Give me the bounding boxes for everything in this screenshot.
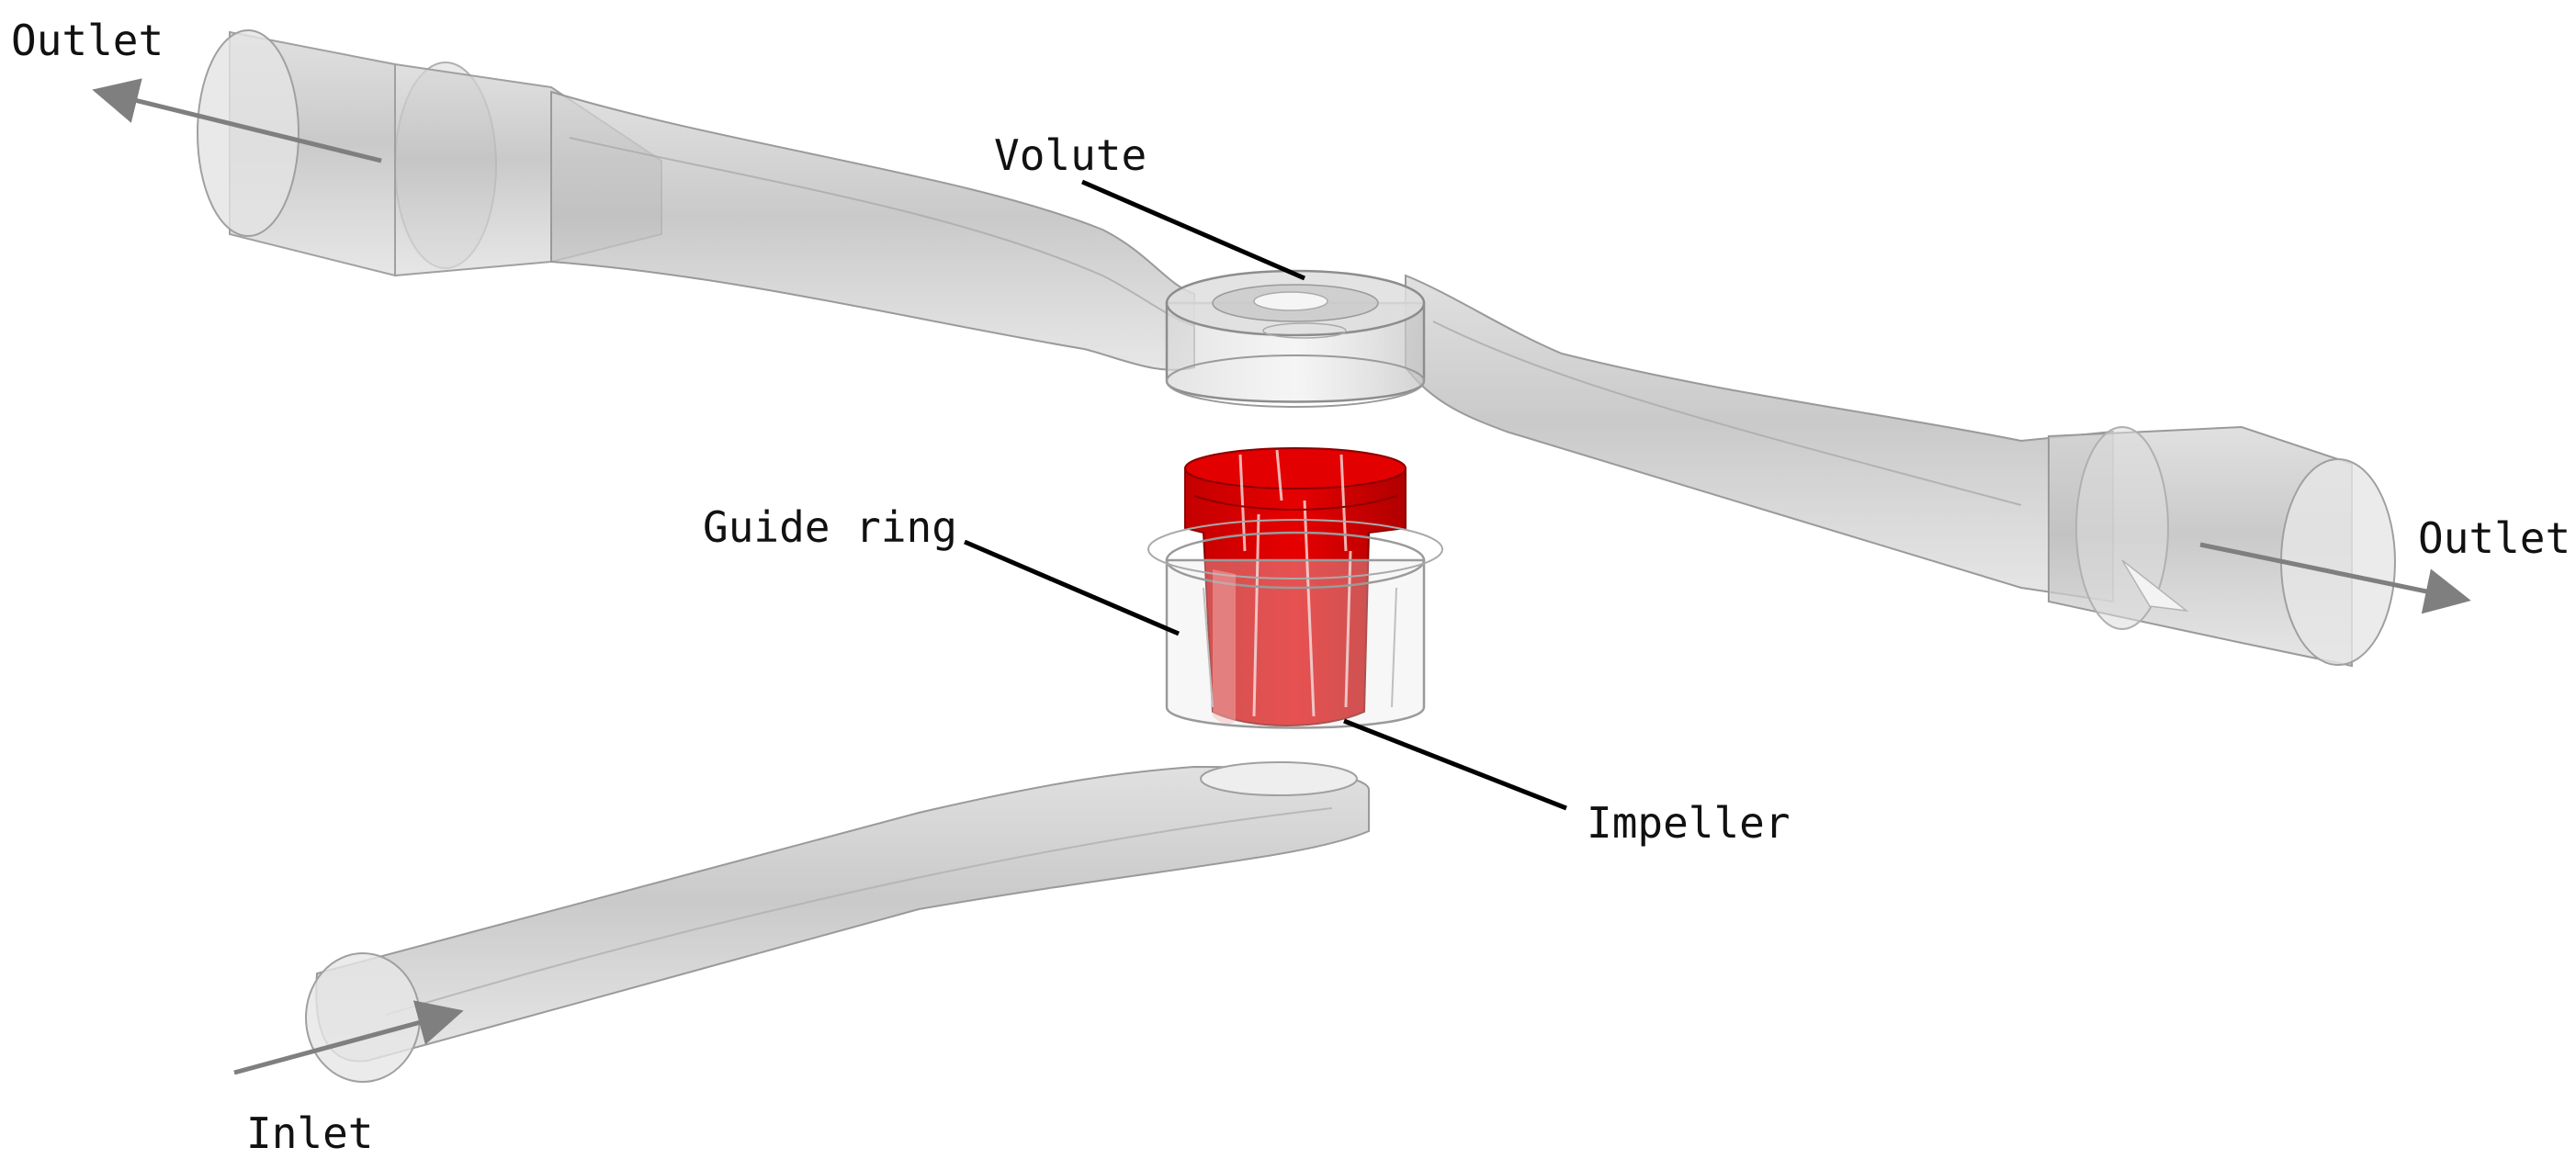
volute-label: Volute [994, 130, 1147, 180]
leader-lines [964, 179, 1567, 811]
impeller-label: Impeller [1587, 798, 1791, 848]
labels: Outlet Volute Guide ring Outlet Impeller… [11, 16, 2570, 1158]
outlet-right-label: Outlet [2418, 513, 2570, 563]
outlet-left-arrow [92, 78, 382, 163]
guide-ring-leader-line [964, 539, 1180, 636]
outlet-left-label: Outlet [11, 16, 164, 65]
impeller [1184, 447, 1407, 726]
outlet-right-arrow [2199, 542, 2471, 614]
inlet-pipe [305, 761, 1370, 1083]
impeller-leader-line [1343, 718, 1567, 811]
flow-arrows [92, 78, 2471, 1075]
left-outlet-pipe [197, 29, 1195, 371]
right-outlet-pipe [1405, 274, 2396, 668]
guide-ring-label: Guide ring [703, 502, 957, 552]
guide-ring [1147, 519, 1443, 729]
volute-leader-line [1081, 179, 1305, 281]
inlet-label: Inlet [246, 1108, 373, 1158]
volute-casing [1165, 269, 1426, 408]
inlet-arrow [233, 1000, 464, 1075]
